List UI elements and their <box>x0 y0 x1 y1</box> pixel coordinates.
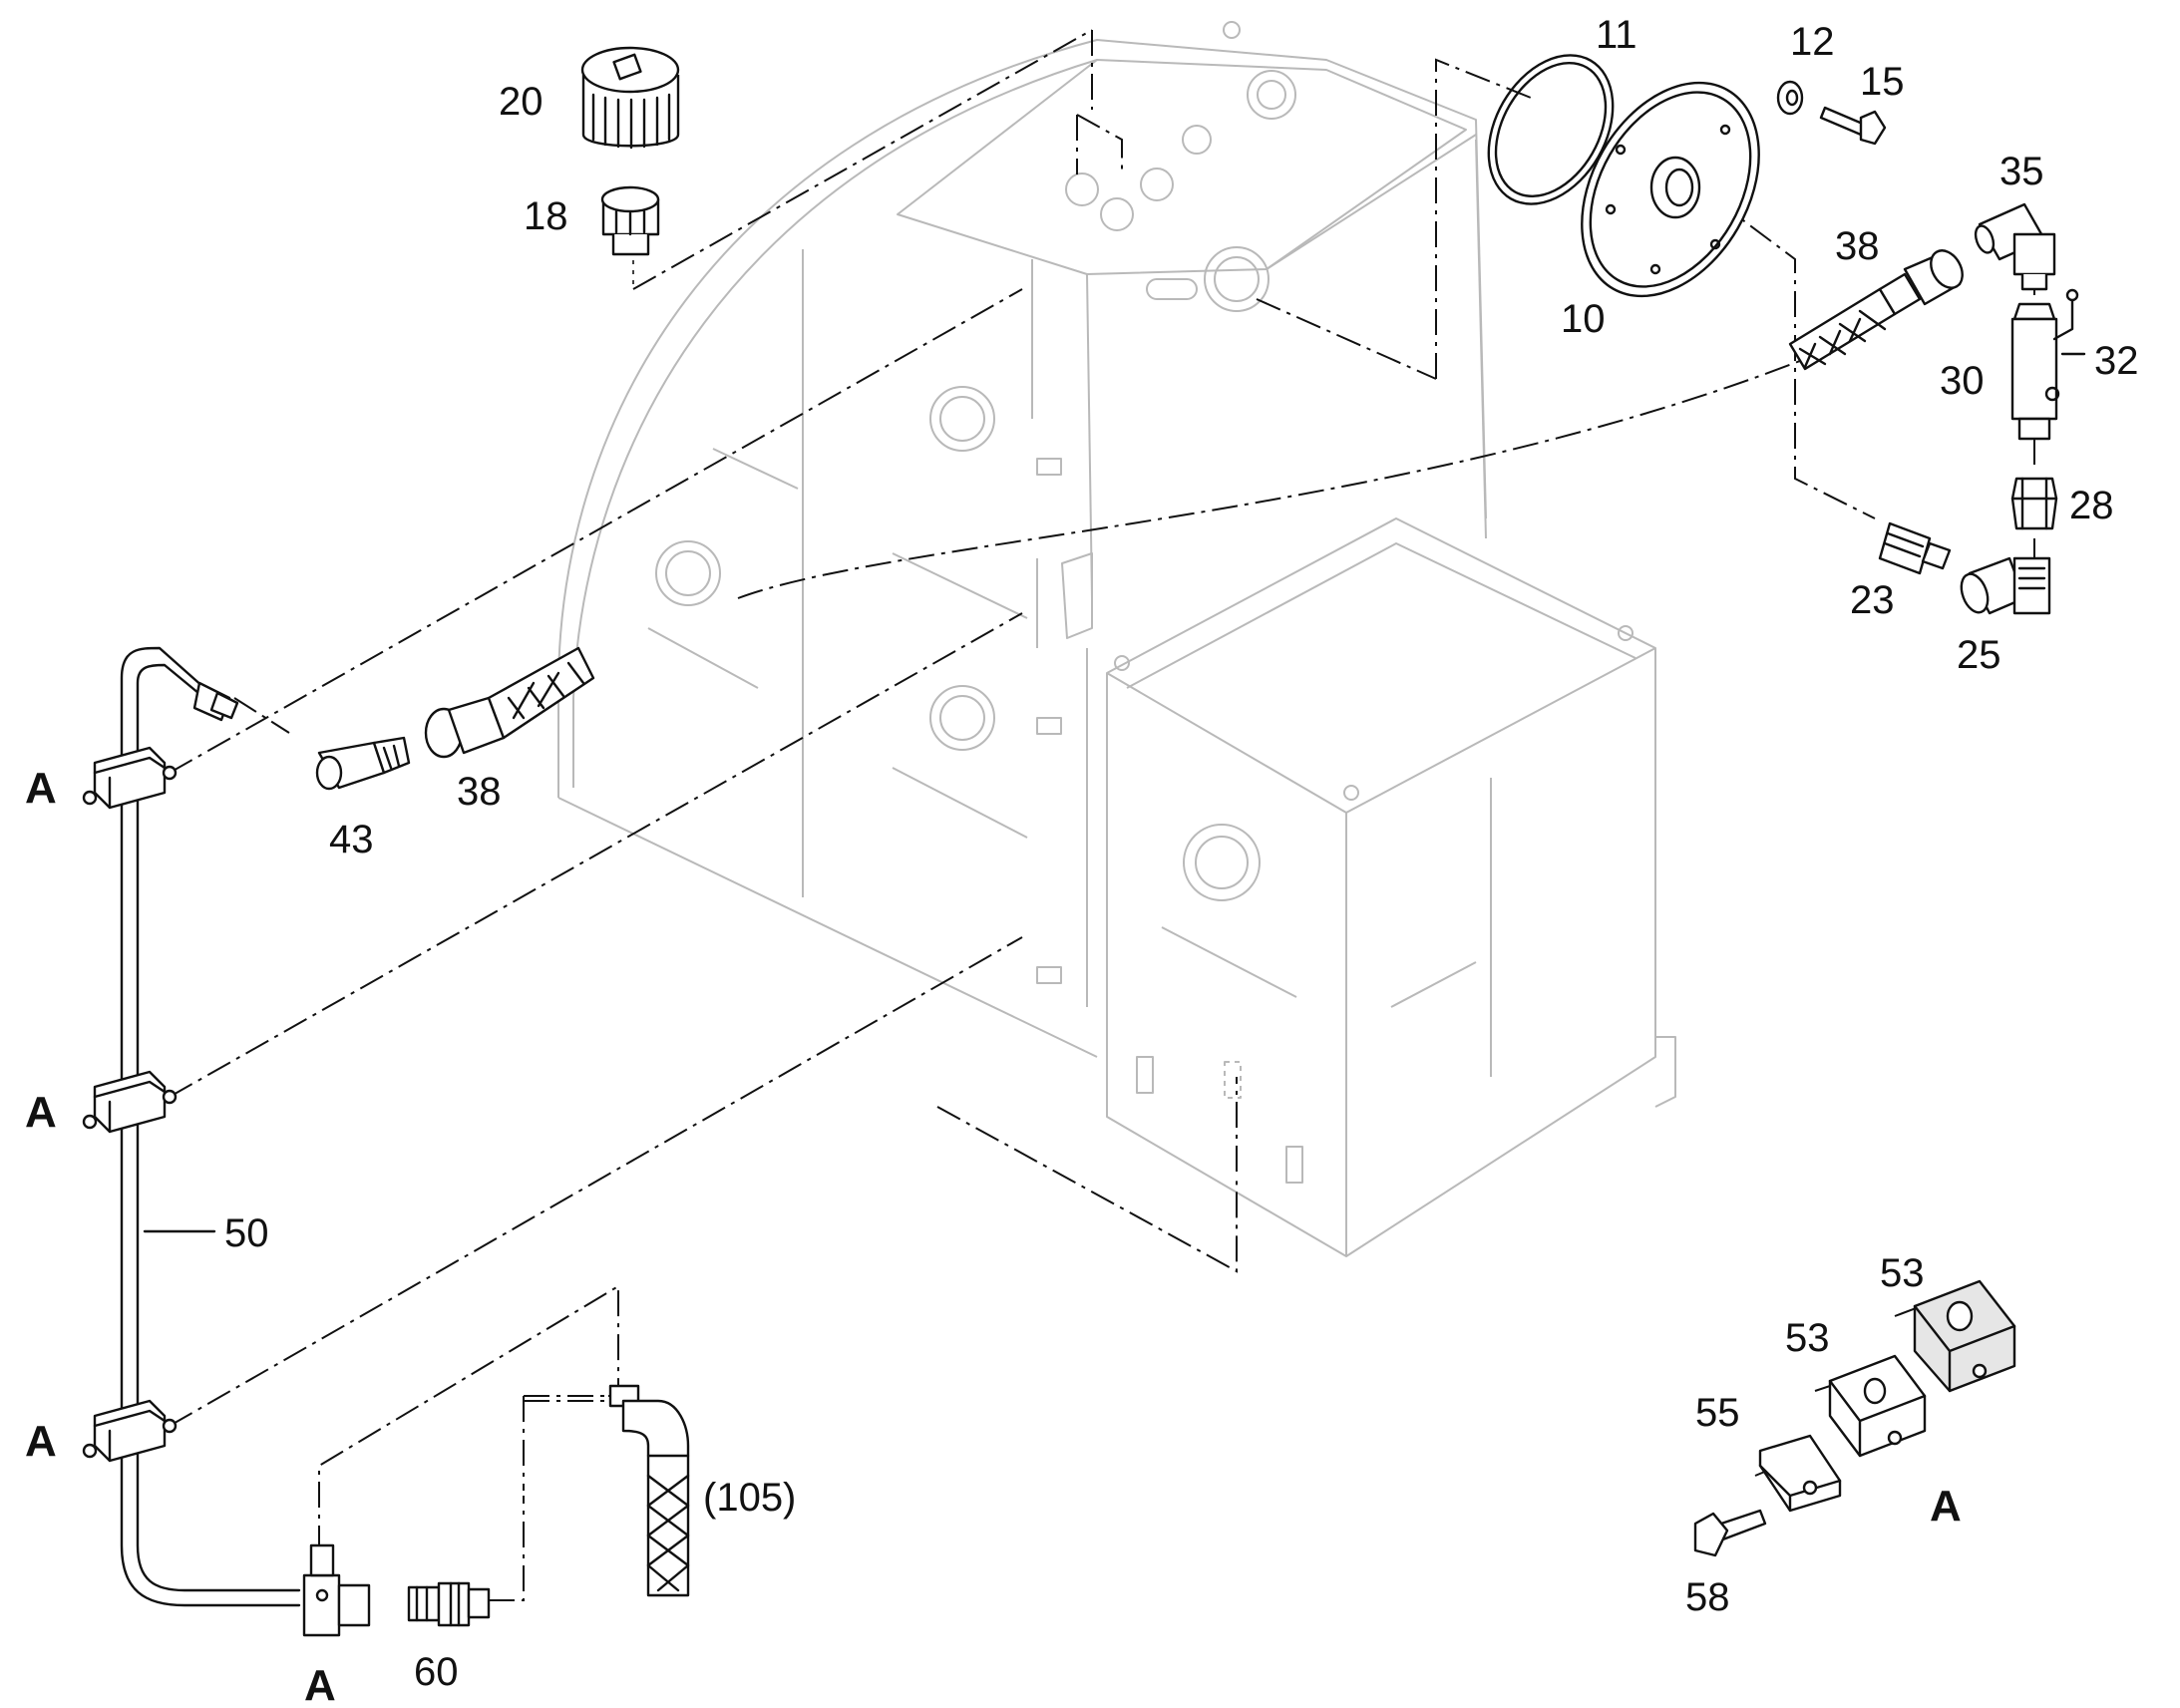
part-105-hose <box>608 1384 690 1597</box>
leader-lines <box>169 29 2035 1601</box>
label-A-2: A <box>25 1088 57 1137</box>
label-10: 10 <box>1561 297 1606 341</box>
label-58: 58 <box>1685 1575 1730 1619</box>
label-18: 18 <box>524 194 568 238</box>
part-12-washer <box>1776 80 1804 116</box>
part-60-nipple <box>407 1581 491 1627</box>
label-25: 25 <box>1957 633 2001 677</box>
tank-ghost <box>557 21 1676 1257</box>
label-A-3: A <box>25 1417 57 1466</box>
label-11: 11 <box>1596 13 1637 57</box>
label-53-upper: 53 <box>1880 1251 1925 1295</box>
part-23-connector <box>1878 521 1952 575</box>
label-leader-lines <box>143 352 2086 1233</box>
part-28-nut <box>2010 477 2058 530</box>
part-50-pipe <box>82 646 371 1637</box>
label-15: 15 <box>1860 60 1905 104</box>
part-10-flange <box>1581 81 1760 298</box>
part-38-hose-upper <box>1788 249 1964 371</box>
label-A-1: A <box>25 764 57 813</box>
label-50: 50 <box>224 1211 269 1255</box>
label-A-detail: A <box>1930 1482 1962 1531</box>
label-12: 12 <box>1790 20 1835 64</box>
label-53-lower: 53 <box>1785 1316 1830 1360</box>
label-23: 23 <box>1850 578 1895 622</box>
label-43: 43 <box>329 818 374 861</box>
label-38-left: 38 <box>457 770 502 814</box>
label-A-4: A <box>304 1661 336 1708</box>
label-20: 20 <box>499 80 544 124</box>
part-38-hose-left <box>424 646 595 759</box>
part-25-elbow <box>1960 556 2051 615</box>
label-35: 35 <box>1999 150 2044 193</box>
part-20-filler-cap <box>580 46 680 150</box>
part-18-adapter <box>600 185 660 256</box>
part-labels: 20 18 11 12 15 10 35 38 32 30 28 23 25 A… <box>25 13 2139 1708</box>
label-28: 28 <box>2069 484 2114 527</box>
part-15-bolt <box>1819 106 1887 146</box>
detail-A-clamp-parts <box>1693 1279 2016 1557</box>
label-32: 32 <box>2094 339 2139 383</box>
label-30: 30 <box>1940 359 1985 403</box>
label-55: 55 <box>1695 1391 1740 1435</box>
label-60: 60 <box>414 1650 459 1694</box>
part-43-elbow <box>315 736 411 791</box>
part-35-elbow <box>1974 202 2056 291</box>
part-30-valve <box>2010 288 2079 441</box>
label-38-top: 38 <box>1835 224 1880 268</box>
label-105: (105) <box>703 1476 796 1520</box>
